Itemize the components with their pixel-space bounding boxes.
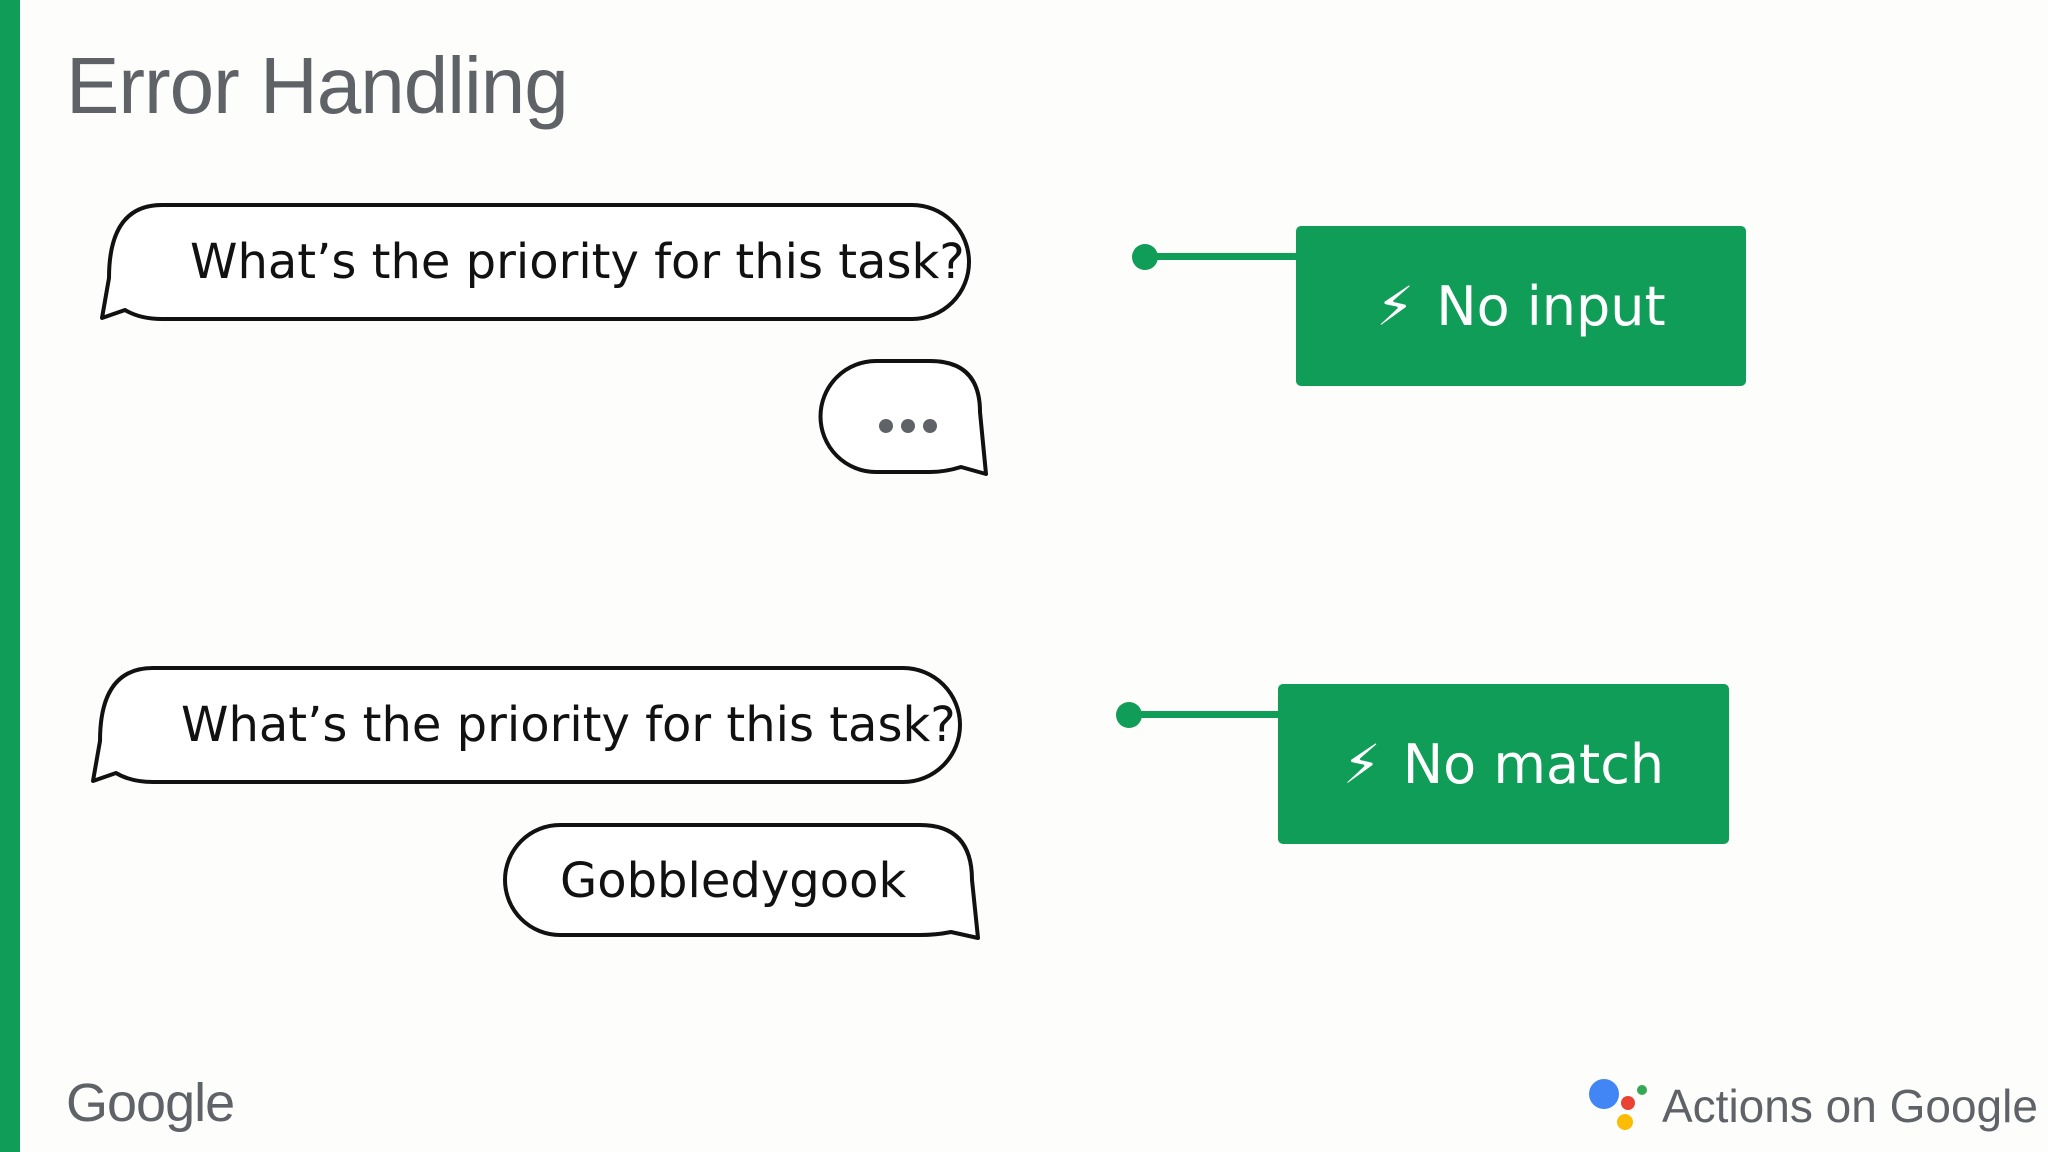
connector-line-2: [1116, 702, 1284, 728]
slide-title: Error Handling: [66, 41, 569, 130]
connector-line-1: [1132, 244, 1300, 270]
actions-on-google-logo: Actions on Google: [1588, 1076, 2038, 1136]
prompt-text-1: What’s the priority for this task?: [190, 234, 965, 290]
error-label-no-input: No input: [1436, 274, 1666, 338]
product-name: Actions on Google: [1662, 1080, 2038, 1132]
response-text-2: Gobbledygook: [560, 853, 907, 909]
error-box-no-match: ⚡ No match: [1278, 684, 1729, 844]
error-box-no-input: ⚡ No input: [1296, 226, 1746, 386]
lightning-bolt-icon: ⚡: [1342, 732, 1381, 796]
error-label-no-match: No match: [1402, 732, 1665, 796]
lightning-bolt-icon: ⚡: [1376, 274, 1415, 338]
google-assistant-icon: [1589, 1079, 1647, 1130]
typing-dots-icon: [879, 419, 937, 433]
google-logo: Google: [66, 1073, 235, 1133]
prompt-text-2: What’s the priority for this task?: [181, 697, 956, 753]
accent-bar: [0, 0, 20, 1152]
